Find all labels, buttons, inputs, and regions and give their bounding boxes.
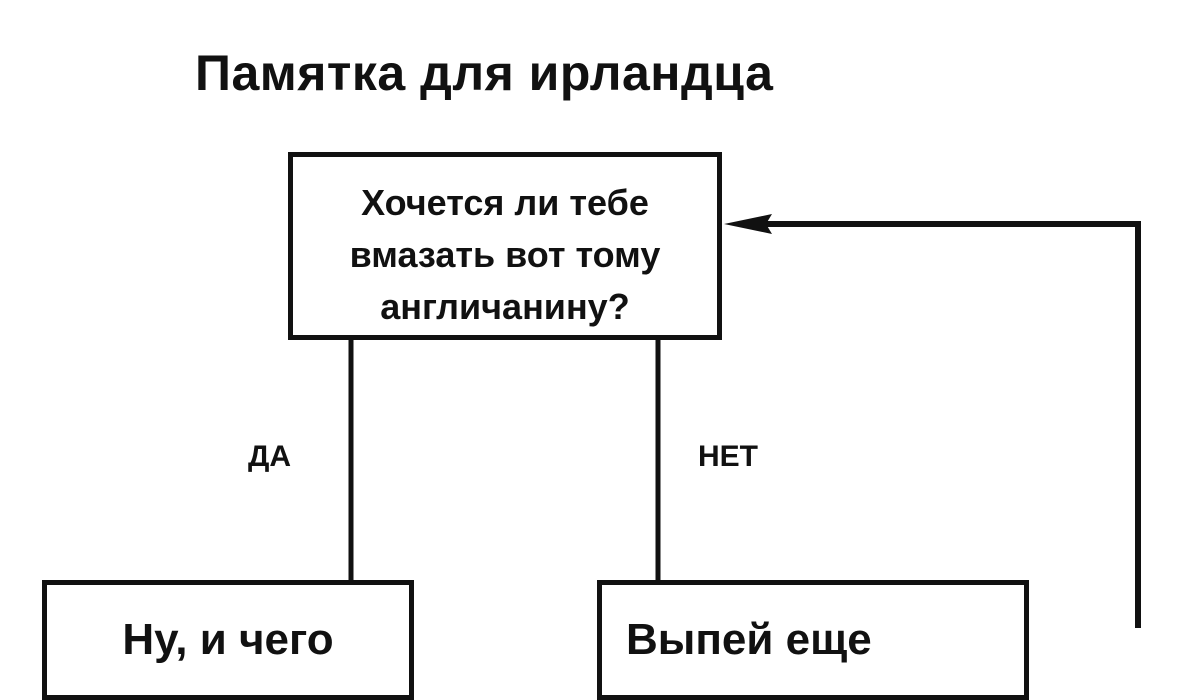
arrow-head-icon [724,214,772,234]
question-line: Хочется ли тебе [361,182,649,223]
question-box: Хочется ли тебе вмазать вот тому англича… [288,152,722,340]
yes-outcome-text: Ну, и чего [122,615,334,664]
yes-label: ДА [248,440,292,473]
no-label: НЕТ [698,440,758,473]
no-outcome-text: Выпей еще [626,615,872,664]
connector-lines [348,214,1141,628]
loop-back-connector [760,221,1141,628]
question-line: вмазать вот тому [349,234,661,275]
no-outcome-box: Выпей еще [597,580,1029,700]
question-line: англичанину? [380,286,630,327]
yes-outcome-box: Ну, и чего [42,580,414,700]
page-title: Памятка для ирландца [195,45,774,101]
